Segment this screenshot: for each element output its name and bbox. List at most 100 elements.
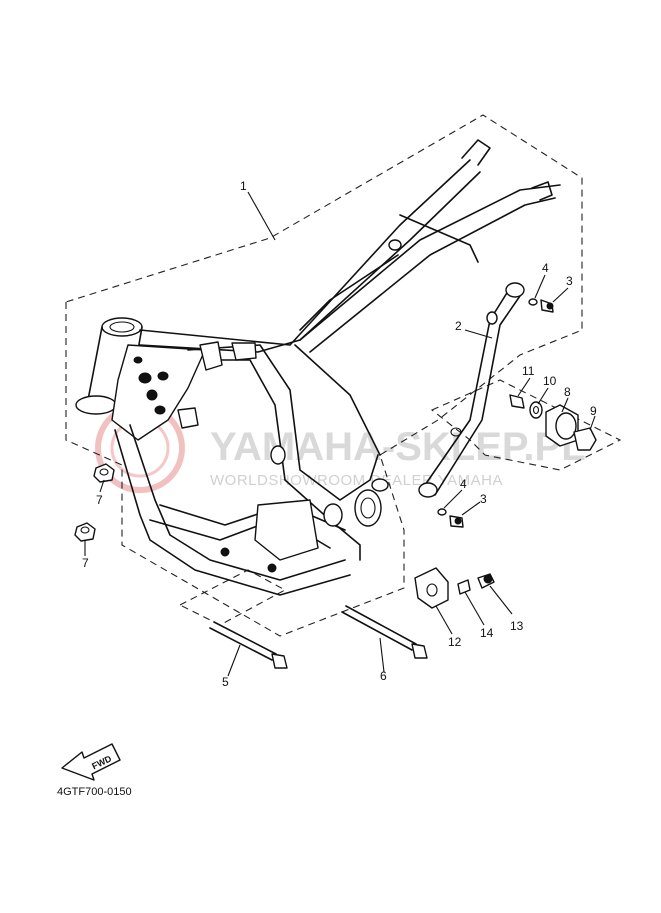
leader-3a	[552, 287, 569, 303]
engine-stay-eye-top	[505, 282, 525, 298]
gusset-hole-4	[154, 405, 166, 415]
gusset-hole-5	[133, 356, 143, 364]
gusset-hole-2	[157, 371, 169, 381]
leader-1	[247, 191, 276, 241]
bolt-3-top-head	[546, 302, 554, 310]
forward-arrow-icon	[61, 743, 121, 781]
callout-14: 14	[480, 626, 494, 640]
long-bolts	[209, 605, 428, 669]
callout-2: 2	[455, 319, 462, 333]
frame-main-spar	[187, 344, 379, 501]
callout-3-top: 3	[566, 274, 573, 288]
part-2-engine-stay	[418, 282, 525, 498]
collar-9	[573, 427, 597, 451]
callout-10: 10	[543, 374, 557, 388]
callout-labels: 1 2 3 3 4 4 5 6 7 7 8 9 10 11 12 13 14	[82, 179, 597, 689]
down-tube-front-b	[129, 424, 346, 581]
gusset-hole-3	[146, 389, 158, 401]
washer-10	[529, 401, 543, 419]
engine-stay-tab	[486, 311, 498, 325]
engine-mount-parts	[450, 394, 597, 451]
nut-7-lower-hole	[80, 526, 90, 534]
washer-4-top	[528, 298, 538, 306]
nut-7-upper	[93, 463, 115, 483]
damper-12	[414, 567, 449, 609]
head-pipe-bottom	[75, 395, 117, 415]
leader-2	[464, 329, 493, 339]
swingarm-pivot	[354, 489, 382, 527]
leader-9	[589, 415, 596, 431]
fasteners-bottom	[437, 508, 464, 528]
head-pipe-top	[101, 317, 143, 337]
rear-brake-plate	[254, 499, 319, 561]
swingarm-pivot-bore	[360, 497, 376, 519]
lower-mount-boss	[323, 503, 343, 527]
rear-rail-end-right	[531, 181, 553, 201]
leader-7a	[99, 479, 105, 493]
collar-8-face	[555, 412, 577, 440]
leader-12	[435, 605, 453, 635]
leader-13	[489, 585, 513, 615]
callout-3-bottom: 3	[480, 492, 487, 506]
callout-7-lower: 7	[82, 556, 89, 570]
frame-assembly-boundary	[65, 114, 583, 637]
main-top-tube	[139, 159, 471, 346]
washer-10-hole	[532, 405, 540, 415]
callout-11: 11	[522, 364, 535, 378]
bolt-5-shaft-b	[213, 621, 277, 655]
washer-4-bottom	[437, 508, 447, 516]
leader-11	[517, 377, 531, 397]
down-tube-front	[114, 429, 351, 596]
callout-6: 6	[380, 669, 387, 683]
engine-stay-lower	[434, 292, 523, 496]
leader-8	[561, 397, 569, 413]
bolt-3-bottom-head	[454, 517, 462, 525]
main-frame	[75, 139, 561, 596]
frame-main-spar-b	[204, 359, 361, 561]
leader-4a	[534, 274, 546, 299]
shock-bracket	[199, 341, 223, 371]
fasteners-top	[528, 298, 554, 313]
diagram-code: 4GTF700-0150	[57, 786, 132, 798]
bolt-13-head	[483, 574, 493, 584]
callout-4-top: 4	[542, 261, 549, 275]
engine-stay-eye-bottom	[418, 482, 438, 498]
subframe-mount-left	[388, 239, 402, 251]
gusset-hole-1	[138, 372, 152, 384]
seat-rail-right	[299, 184, 561, 341]
callout-5: 5	[222, 675, 229, 689]
bolt-6-shaft	[341, 611, 413, 651]
tank-bracket	[231, 342, 257, 361]
side-bracket	[177, 407, 199, 429]
engine-stay-upper	[424, 287, 511, 486]
watermark-title: YAMAHA-SKLEP.PL	[210, 425, 586, 469]
frame-bolt-hole-1	[220, 547, 230, 557]
head-pipe-bore	[109, 321, 135, 333]
watermark: YAMAHA-SKLEP.PL WORLDSHOWROOM DEALER YAM…	[95, 403, 586, 493]
bolt-6-shaft-b	[345, 605, 417, 645]
callout-9: 9	[590, 404, 597, 418]
collar-14	[457, 579, 471, 595]
leader-3b	[461, 501, 481, 516]
bolt-11	[509, 394, 525, 409]
callout-8: 8	[564, 385, 571, 399]
nuts-7	[74, 463, 115, 542]
seat-rail-cross	[399, 214, 479, 263]
footrest-mount	[371, 478, 389, 492]
leader-5	[227, 644, 241, 677]
callout-4-bottom: 4	[460, 477, 467, 491]
callout-13: 13	[510, 619, 524, 633]
nut-7-upper-hole	[99, 468, 109, 476]
callout-7-upper: 7	[96, 493, 103, 507]
bolt-5-shaft	[209, 627, 273, 661]
leader-6	[379, 637, 385, 673]
seat-rail-right-b	[309, 197, 556, 353]
leader-lines	[84, 191, 596, 677]
callout-1: 1	[240, 179, 247, 193]
bolt-6-head	[411, 643, 428, 659]
bracket-pin	[450, 427, 462, 437]
leader-10	[537, 387, 549, 405]
lower-mount-parts	[414, 567, 495, 609]
leader-14	[464, 591, 485, 626]
frame-bolt-hole-2	[267, 563, 277, 573]
